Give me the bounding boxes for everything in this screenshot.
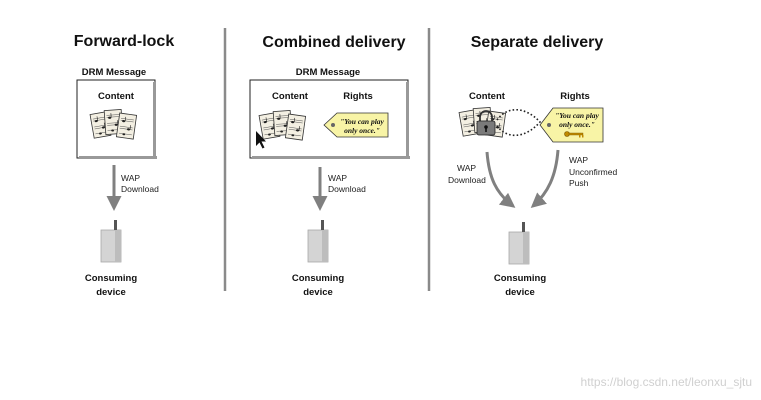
combined-rights-label: Rights [343,91,373,102]
forward-lock-device-icon [100,219,122,263]
key-icon [564,131,584,138]
watermark: https://blog.csdn.net/leonxu_sjtu [581,375,752,389]
separate-content-label: Content [469,91,506,102]
forward-lock-device-1: Consuming [85,273,137,284]
separate-rights-text-1: "You can play [555,111,599,120]
combined-rights-tag: "You can play only once." [323,112,389,138]
combined-rights-text-2: only once." [344,126,380,135]
combined-device-icon [307,219,329,263]
combined-transport-2: Download [328,184,366,194]
cursor-icon [256,131,266,149]
separate-rights-arrow [530,149,560,208]
combined-message-label: DRM Message [296,67,360,78]
padlock-icon [476,110,496,136]
separate-rights-text-2: only once." [559,120,595,129]
forward-lock-title: Forward-lock [74,33,175,50]
separate-device-1: Consuming [494,273,546,284]
combined-rights-text-1: "You can play [340,117,384,126]
forward-lock-message-label: DRM Message [82,67,146,78]
combined-content-label: Content [272,91,309,102]
combined-delivery-panel: Combined delivery DRM Message Content Ri… [249,34,410,298]
separate-rights-transport-3: Push [569,178,589,188]
separate-device-2: device [505,287,535,298]
separate-rights-label: Rights [560,91,590,102]
separate-device-icon [508,221,530,265]
separate-rights-tag: "You can play only once." [539,107,604,143]
separate-content-transport-2: Download [448,175,486,185]
forward-lock-panel: Forward-lock DRM Message Content WAP Dow… [74,33,175,298]
forward-lock-transport-2: Download [121,184,159,194]
separate-title: Separate delivery [471,34,604,51]
separate-content-transport-1: WAP [457,163,476,173]
separate-rights-transport-2: Unconfirmed [569,167,617,177]
separate-rights-transport-1: WAP [569,155,588,165]
combined-device-2: device [303,287,333,298]
combined-transport-1: WAP [328,173,347,183]
forward-lock-content-label: Content [98,91,135,102]
combined-title: Combined delivery [262,34,405,51]
forward-lock-device-2: device [96,287,126,298]
combined-device-1: Consuming [292,273,344,284]
separate-link-dots [496,108,542,137]
forward-lock-transport-1: WAP [121,173,140,183]
separate-content-arrow [485,151,516,208]
separate-delivery-panel: Separate delivery Content Rights "You ca… [448,34,617,298]
